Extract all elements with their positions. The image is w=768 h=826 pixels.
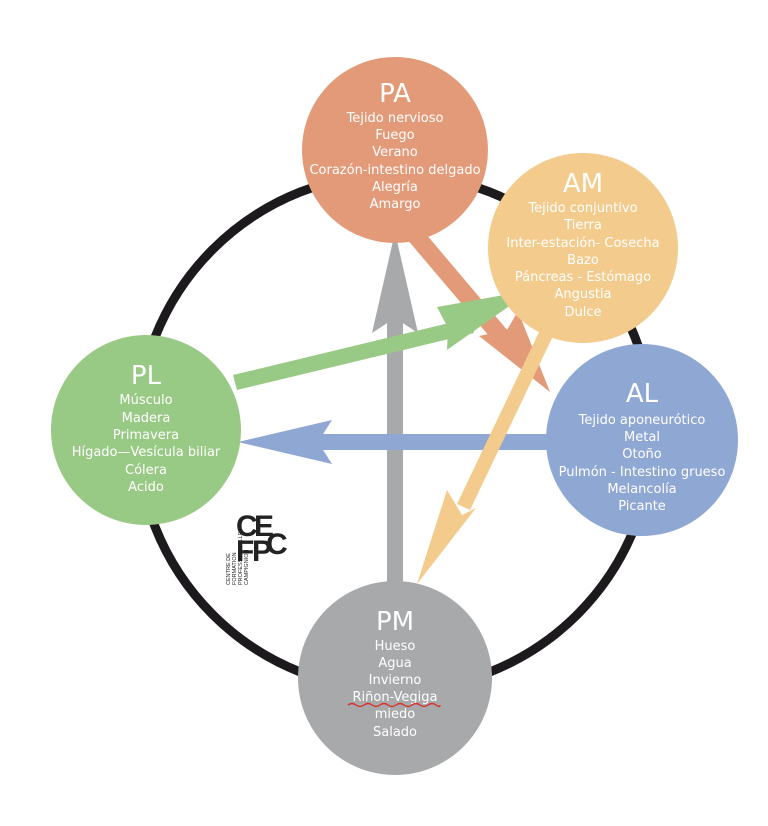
logo-caption-line: CENTRE DE bbox=[226, 553, 232, 585]
node-al-item: Melancolía bbox=[607, 482, 676, 497]
node-am-item: Bazo bbox=[567, 253, 599, 268]
logo-letter-c2: C bbox=[266, 528, 288, 561]
node-pa-item: Amargo bbox=[370, 197, 421, 212]
node-am-item: Inter-estación- Cosecha bbox=[506, 236, 659, 251]
node-pm-item: Agua bbox=[378, 656, 411, 671]
node-pl-title: PL bbox=[131, 361, 162, 391]
logo-letter-p: P bbox=[252, 535, 272, 568]
node-pm-title: PM bbox=[376, 607, 414, 637]
node-pl-item: Músculo bbox=[119, 393, 172, 408]
logo-caption-line: CAMPIGNION bbox=[244, 550, 250, 585]
node-pa-item: Verano bbox=[372, 145, 417, 160]
node-pa-title: PA bbox=[379, 79, 411, 109]
node-am-title: AM bbox=[563, 169, 603, 199]
node-pa-item: Tejido nervioso bbox=[346, 111, 444, 126]
logo-letter-c: C bbox=[236, 510, 258, 543]
node-pm-item: Invierno bbox=[369, 673, 422, 688]
node-am-item: Tierra bbox=[563, 218, 602, 233]
node-pa-item: Fuego bbox=[375, 128, 414, 143]
node-pa-item: Alegría bbox=[372, 180, 418, 195]
arrow-am-to-pm bbox=[417, 330, 553, 584]
node-pl-item: Acido bbox=[128, 480, 164, 495]
node-pl-item: Hígado—Vesícula biliar bbox=[72, 445, 221, 460]
node-pm-item: miedo bbox=[375, 707, 416, 722]
node-pm-item: Riñon-Vegiga bbox=[353, 690, 438, 705]
logo-caption: CENTRE DE FORMATION PROFESSIONNELLE CAMP… bbox=[226, 531, 250, 585]
node-pl-item: Primavera bbox=[113, 428, 179, 443]
node-al-item: Pulmón - Intestino grueso bbox=[559, 465, 726, 480]
logo-caption-line: FORMATION bbox=[232, 552, 238, 585]
node-al-item: Metal bbox=[624, 430, 660, 445]
node-pl: PL Músculo Madera Primavera Hígado—Vesíc… bbox=[51, 335, 241, 525]
node-pm-item: Hueso bbox=[375, 639, 416, 654]
node-am: AM Tejido conjuntivo Tierra Inter-estaci… bbox=[488, 153, 678, 343]
node-al-item: Otoño bbox=[622, 447, 662, 462]
node-pl-item: Madera bbox=[122, 411, 171, 426]
node-pm: PM Hueso Agua Invierno Riñon-Vegiga mied… bbox=[298, 581, 492, 775]
node-pm-item: Salado bbox=[373, 725, 417, 740]
spellcheck-underline bbox=[347, 702, 441, 708]
node-am-item: Angustia bbox=[554, 287, 611, 302]
node-pa: PA Tejido nervioso Fuego Verano Corazón-… bbox=[302, 57, 488, 243]
logo-caption-line: PROFESSIONNELLE bbox=[238, 531, 244, 585]
node-al-item: Tejido aponeurótico bbox=[578, 413, 706, 428]
cefpc-logo: C E F P C CENTRE DE FORMATION PROFESSION… bbox=[226, 510, 288, 585]
node-am-item: Páncreas - Estómago bbox=[515, 270, 651, 285]
node-am-item: Tejido conjuntivo bbox=[527, 201, 637, 216]
node-al: AL Tejido aponeurótico Metal Otoño Pulmó… bbox=[546, 344, 738, 536]
node-pl-item: Cólera bbox=[125, 463, 167, 478]
logo-letter-e: E bbox=[254, 510, 274, 543]
node-al-item: Picante bbox=[618, 499, 666, 514]
arrow-pm-to-pa bbox=[372, 232, 418, 586]
logo-letter-f: F bbox=[236, 535, 254, 568]
node-pa-item: Corazón-intestino delgado bbox=[309, 163, 480, 178]
node-am-item: Dulce bbox=[564, 305, 601, 320]
node-al-title: AL bbox=[626, 379, 659, 409]
